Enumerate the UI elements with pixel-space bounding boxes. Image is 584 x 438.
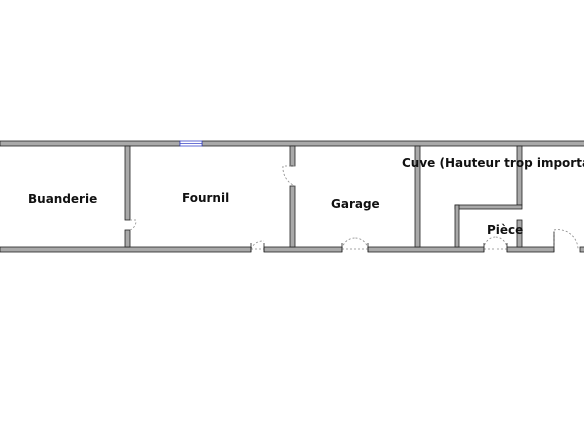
door-swing xyxy=(553,229,579,250)
room-label-garage: Garage xyxy=(331,197,380,211)
top-wall-segment xyxy=(0,140,181,147)
partition-wall xyxy=(414,145,421,248)
door-swing xyxy=(250,240,265,250)
closet-wall xyxy=(454,204,460,248)
top-wall-segment xyxy=(201,140,584,147)
closet-wall xyxy=(454,204,523,210)
door-swing xyxy=(129,219,137,231)
bottom-wall-segment xyxy=(0,246,252,253)
openings xyxy=(129,140,579,252)
partition-wall xyxy=(516,145,523,206)
room-label-cuve: Cuve (Hauteur trop importante) xyxy=(402,156,584,170)
bottom-wall-segment xyxy=(263,246,343,253)
door-swing xyxy=(341,237,356,250)
door-swing xyxy=(494,236,508,250)
partition-wall xyxy=(124,229,131,248)
room-label-buanderie: Buanderie xyxy=(28,192,97,206)
room-labels: Buanderie Fournil Garage Cuve (Hauteur t… xyxy=(28,156,584,237)
bottom-wall-segment xyxy=(367,246,485,253)
bottom-wall-segment xyxy=(579,246,584,253)
partition-wall xyxy=(124,145,131,221)
partition-wall xyxy=(289,145,296,167)
door-swing xyxy=(354,237,369,250)
room-label-piece: Pièce xyxy=(487,223,523,237)
door-swing xyxy=(282,165,296,187)
walls xyxy=(0,140,584,253)
room-label-fournil: Fournil xyxy=(182,191,229,205)
door-swing xyxy=(483,236,496,250)
bottom-wall-segment xyxy=(506,246,555,253)
closet-wall xyxy=(516,219,523,248)
partition-wall xyxy=(289,185,296,248)
